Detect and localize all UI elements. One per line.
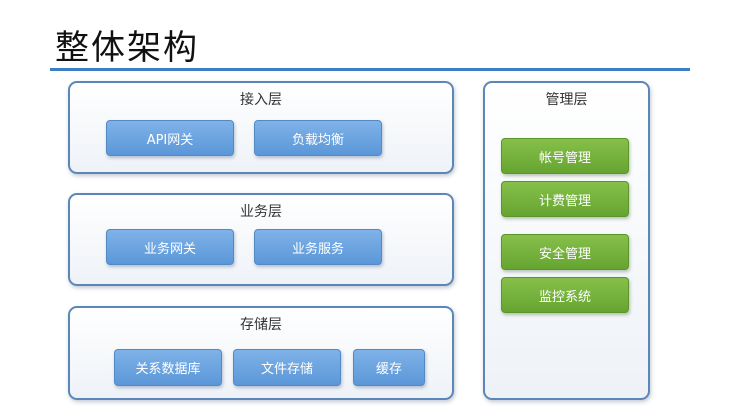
access-layer-panel: 接入层 API网关 负载均衡 bbox=[68, 81, 454, 174]
business-gateway-box: 业务网关 bbox=[106, 229, 234, 265]
management-layer-label: 管理层 bbox=[545, 92, 588, 108]
load-balancer-box: 负载均衡 bbox=[254, 120, 382, 156]
management-layer-panel: 管理层 帐号管理 计费管理 安全管理 监控系统 bbox=[483, 81, 650, 400]
storage-layer-panel: 存储层 关系数据库 文件存储 缓存 bbox=[68, 306, 454, 400]
billing-management-box: 计费管理 bbox=[501, 181, 629, 217]
access-layer-label: 接入层 bbox=[240, 92, 282, 108]
api-gateway-box: API网关 bbox=[106, 120, 234, 156]
title-underline bbox=[50, 68, 690, 71]
page-title: 整体架构 bbox=[55, 28, 199, 68]
file-storage-box: 文件存储 bbox=[233, 349, 341, 386]
relational-db-box: 关系数据库 bbox=[114, 349, 222, 386]
storage-layer-label: 存储层 bbox=[240, 317, 282, 333]
monitoring-system-box: 监控系统 bbox=[501, 277, 629, 313]
business-layer-panel: 业务层 业务网关 业务服务 bbox=[68, 193, 454, 286]
security-management-box: 安全管理 bbox=[501, 234, 629, 270]
business-layer-label: 业务层 bbox=[240, 204, 282, 220]
account-management-box: 帐号管理 bbox=[501, 138, 629, 174]
cache-box: 缓存 bbox=[353, 349, 425, 386]
business-service-box: 业务服务 bbox=[254, 229, 382, 265]
